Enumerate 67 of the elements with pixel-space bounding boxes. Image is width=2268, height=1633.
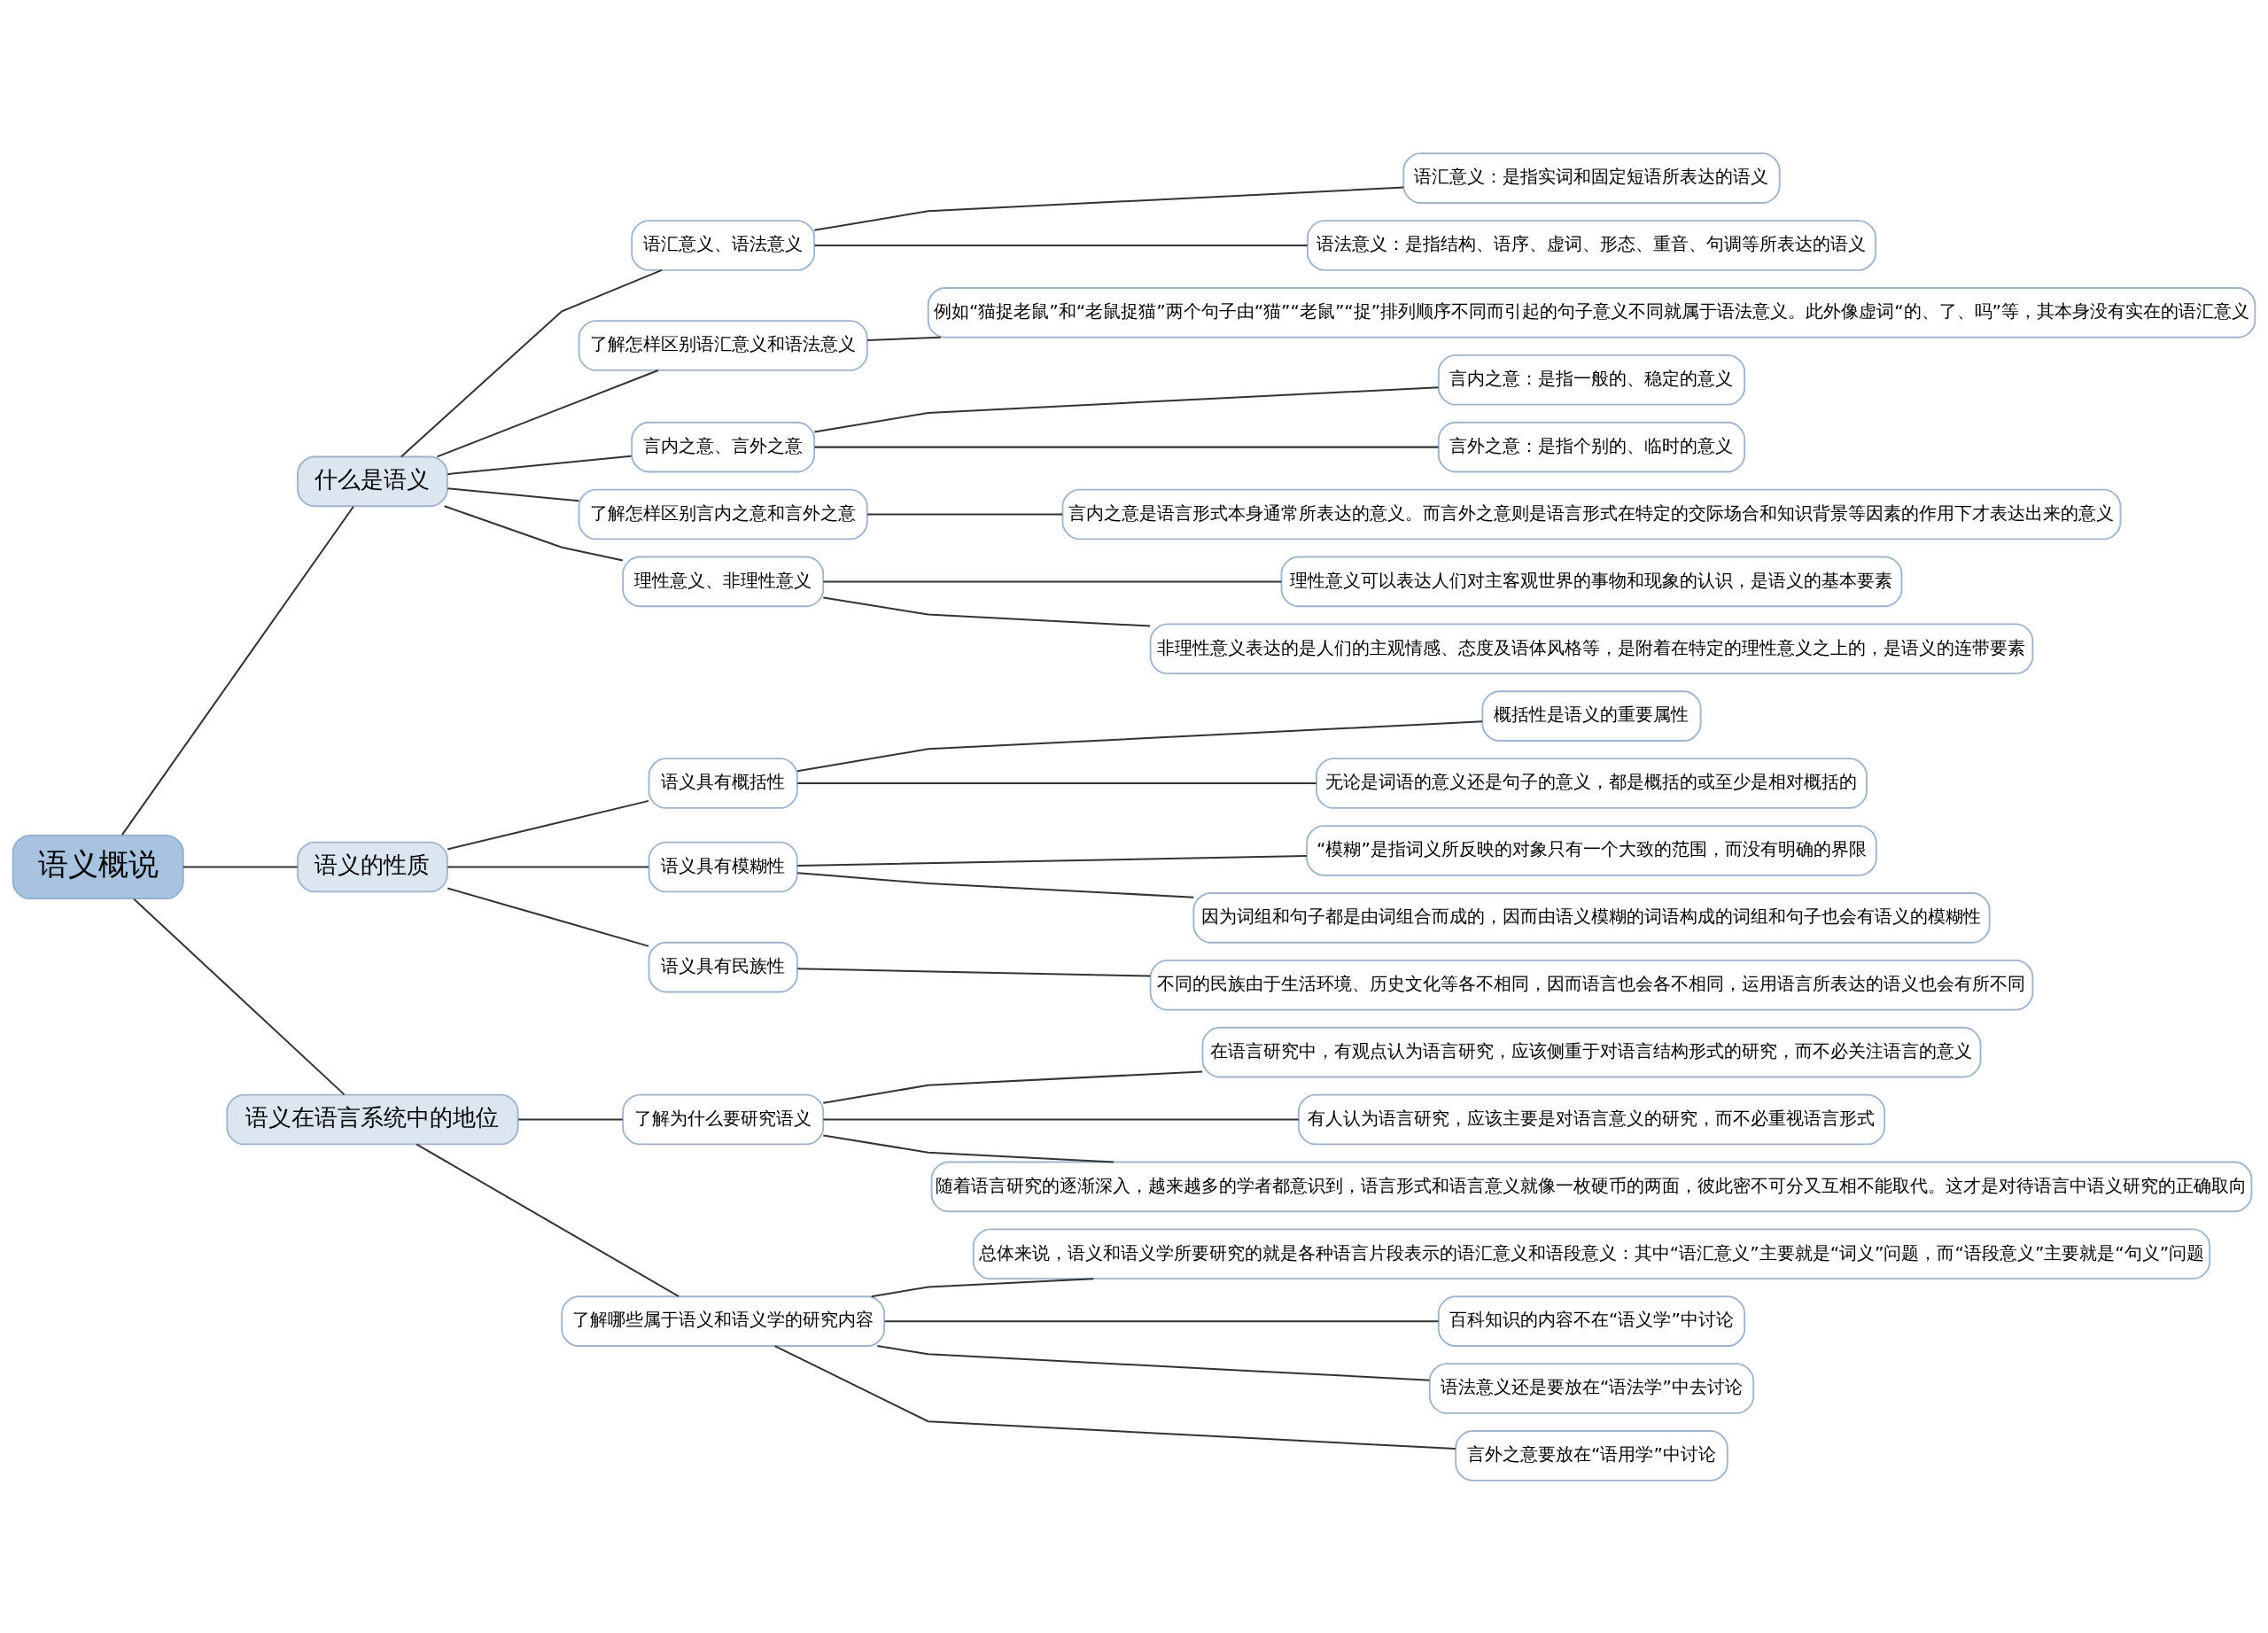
node-box: 言内之意、言外之意 (631, 421, 816, 472)
node-box: “模糊”是指词义所反映的对象只有一个大致的范围，而没有明确的界限 (1306, 824, 1877, 876)
node-box: 语义的性质 (297, 841, 448, 892)
node-box: 了解哪些属于语义和语义学的研究内容 (561, 1295, 886, 1347)
node-box: 无论是词语的意义还是句子的意义，都是概括的或至少是相对概括的 (1316, 757, 1868, 809)
connector (797, 967, 1151, 976)
node-box: 什么是语义 (297, 455, 448, 507)
node-box: 概括性是语义的重要属性 (1481, 689, 1702, 742)
connector (797, 871, 1194, 898)
connector (774, 1344, 1456, 1450)
connector (797, 782, 1317, 784)
node-box: 有人认为语言研究，应该主要是对语言意义的研究，而不必重视语言形式 (1297, 1093, 1886, 1145)
connector (867, 513, 1063, 515)
node-box: 语义具有模糊性 (648, 841, 798, 892)
node-box: 了解怎样区别言内之意和言外之意 (578, 488, 868, 540)
node-box: 言内之意：是指一般的、稳定的意义 (1437, 354, 1746, 406)
node-box: 不同的民族由于生活环境、历史文化等各不相同，因而语言也会各不相同，运用语言所表达的语义也会有所不同 (1149, 959, 2034, 1010)
connector (796, 719, 1483, 772)
node-box: 语义具有民族性 (648, 941, 798, 992)
connector (823, 1118, 1299, 1120)
connector (823, 1134, 1114, 1163)
node-box: 理性意义、非理性意义 (622, 556, 825, 607)
node-box: 语汇意义、语法意义 (631, 219, 816, 271)
connector (518, 1118, 623, 1120)
connector (823, 579, 1282, 582)
connector (814, 186, 1404, 231)
connector (814, 385, 1439, 432)
connector (877, 1344, 1430, 1381)
connector (871, 1277, 1094, 1297)
connector (814, 446, 1439, 448)
node-box: 言外之意要放在“语用学”中讨论 (1455, 1429, 1728, 1481)
connector (814, 244, 1308, 246)
connector (444, 504, 624, 561)
node-box: 例如“猫捉老鼠”和“老鼠捉猫”两个句子由“猫”“老鼠”“捉”排列顺序不同而引起的句子意义不同就属于语法意义。此外像虚词“的、了、吗”等，其本身没有实在的语汇意义 (927, 286, 2256, 338)
node-box: 言外之意：是指个别的、临时的意义 (1437, 421, 1746, 472)
connector (823, 595, 1151, 627)
connector (884, 1319, 1439, 1322)
node-box: 语义概说 (12, 834, 184, 899)
connector (867, 336, 941, 341)
node-box: 随着语言研究的逐渐深入，越来越多的学者都意识到，语言形式和语言意义就像一枚硬币的两面，彼此密不可分又互相不能取代。这才是对待语言中语义研究的正确取向 (930, 1161, 2253, 1212)
connector (416, 1143, 680, 1297)
node-box: 总体来说，语义和语义学所要研究的就是各种语言片段表示的语汇意义和语段意义：其中“语汇意义”主要就是“词义”问题，而“语段意义”主要就是“句义”问题 (972, 1227, 2211, 1279)
connector (183, 866, 298, 868)
connector (447, 799, 649, 850)
connector (447, 866, 649, 868)
connector (437, 369, 659, 457)
connector (447, 887, 649, 947)
connector (447, 486, 579, 502)
node-box: 非理性意义表达的是人们的主观情感、态度及语体风格等，是附着在特定的理性意义之上的，是语义的连带要素 (1149, 623, 2034, 674)
node-box: 语义具有概括性 (648, 757, 798, 809)
node-box: 语义在语言系统中的地位 (226, 1093, 519, 1145)
connector (121, 505, 354, 836)
connector (823, 1069, 1203, 1104)
node-box: 在语言研究中，有观点认为语言研究，应该侧重于对语言结构形式的研究，而不必关注语言的意义 (1201, 1026, 1982, 1077)
node-box: 语汇意义：是指实词和固定短语所表达的语义 (1402, 152, 1781, 204)
node-box: 语法意义：是指结构、语序、虚词、形态、重音、句调等所表达的语义 (1307, 219, 1876, 271)
node-box: 了解为什么要研究语义 (622, 1093, 825, 1145)
node-box: 理性意义可以表达人们对主客观世界的事物和现象的认识，是语义的基本要素 (1280, 556, 1903, 607)
node-box: 了解怎样区别语汇意义和语法意义 (578, 319, 868, 371)
connector (133, 898, 346, 1095)
connector (797, 854, 1307, 867)
node-box: 百科知识的内容不在“语义学”中讨论 (1437, 1295, 1746, 1347)
connector (400, 268, 663, 457)
node-box: 语法意义还是要放在“语法学”中去讨论 (1428, 1362, 1755, 1414)
connector (447, 455, 632, 475)
node-box: 言内之意是语言形式本身通常所表达的意义。而言外之意则是语言形式在特定的交际场合和知识背景等因素的作用下才表达出来的意义 (1061, 488, 2122, 540)
node-box: 因为词组和句子都是由词组合而成的，因而由语义模糊的词语构成的词组和句子也会有语义的模糊性 (1192, 891, 1991, 944)
